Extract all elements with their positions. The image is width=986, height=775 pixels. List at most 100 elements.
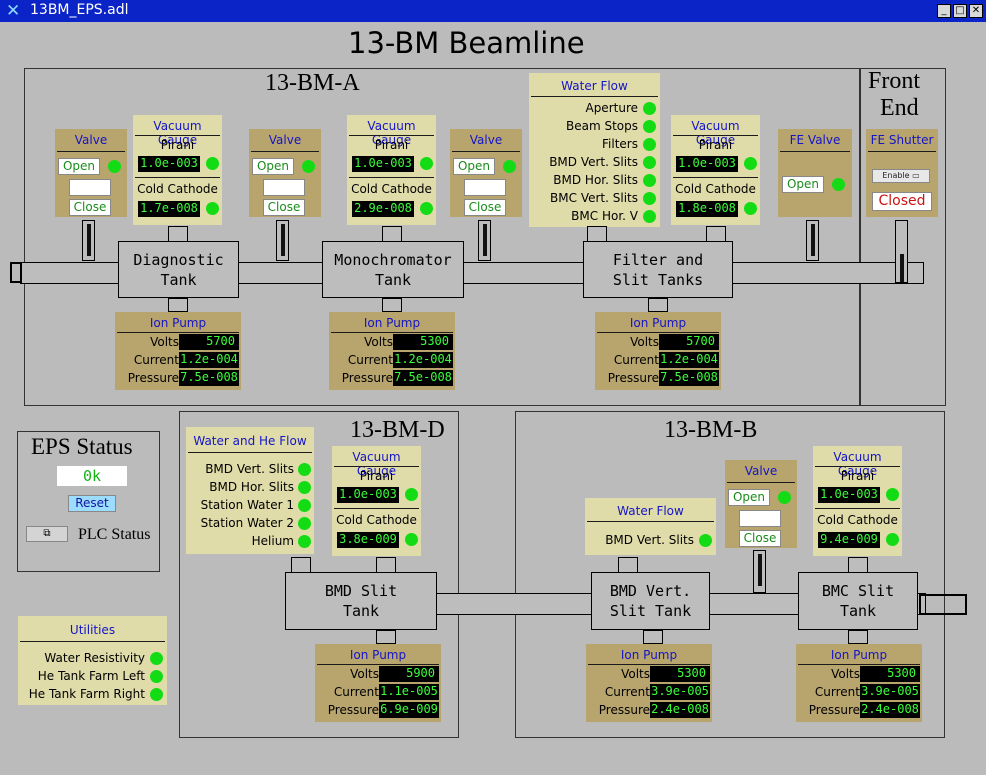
valve-open-button[interactable]: Open (252, 158, 294, 175)
water-flow-led (643, 174, 656, 187)
ion-pump-panel-2: Ion Pump Volts 5300 Current 1.2e-004 Pre… (329, 312, 455, 390)
cold-cathode-value: 2.9e-008 (352, 201, 414, 217)
pressure-label: Pressure (341, 371, 393, 385)
tank-label: Diagnostic (133, 251, 224, 269)
water-he-led (298, 499, 311, 512)
pirani-status-led (405, 488, 418, 501)
water-flow-panel-b: Water Flow BMD Vert. Slits (585, 498, 716, 555)
section-13bm-d-label: 13-BM-D (350, 417, 445, 443)
valve-open-button[interactable]: Open (453, 158, 495, 175)
fe-shutter-panel: FE Shutter Enable ▭ Closed (866, 129, 938, 217)
water-he-flow-panel: Water and He Flow BMD Vert. Slits BMD Ho… (186, 427, 314, 554)
ion-pump-title: Ion Pump (363, 316, 421, 330)
valve-status-led (778, 491, 791, 504)
monochromator-tank[interactable]: Monochromator Tank (322, 241, 464, 298)
pirani-value: 1.0e-003 (337, 487, 399, 503)
pirani-label: Pirani (160, 138, 195, 152)
cold-cathode-status-led (420, 202, 433, 215)
section-13bm-b-frame (515, 411, 945, 738)
current-label: Current (133, 353, 179, 367)
valve-close-button[interactable]: Close (464, 199, 506, 216)
water-flow-led (643, 210, 656, 223)
water-flow-led (643, 120, 656, 133)
close-window-button[interactable]: ✕ (969, 4, 983, 18)
pressure-value: 2.4e-008 (860, 702, 920, 718)
x-logo-icon: ✕ (6, 1, 21, 21)
cold-cathode-status-led (405, 533, 418, 546)
tank-label: Tank (160, 271, 197, 289)
fe-valve-title: FE Valve (789, 133, 841, 147)
water-flow-led (643, 192, 656, 205)
vacuum-gauge-panel-4: Vacuum Gauge Pirani 1.0e-003 Cold Cathod… (332, 446, 421, 556)
pirani-status-led (206, 157, 219, 170)
ion-pump-panel-5: Ion Pump Volts 5300 Current 3.9e-005 Pre… (586, 644, 712, 722)
bmc-slit-tank[interactable]: BMC Slit Tank (798, 572, 918, 630)
cold-cathode-status-led (744, 202, 757, 215)
vacuum-gauge-panel-3: Vacuum Gauge Pirani 1.0e-003 Cold Cathod… (671, 115, 760, 225)
cold-cathode-status-led (206, 202, 219, 215)
valve-close-button[interactable]: Close (69, 199, 111, 216)
valve-close-button[interactable]: Close (739, 530, 781, 547)
valve-open-button[interactable]: Open (58, 158, 100, 175)
water-he-led (298, 535, 311, 548)
pressure-label: Pressure (598, 703, 650, 717)
valve-panel-1: Valve Open Close (55, 129, 127, 217)
water-flow-panel-a: Water Flow Aperture Beam Stops Filters B… (529, 73, 660, 227)
current-label: Current (347, 353, 393, 367)
cold-cathode-label: Cold Cathode (351, 182, 432, 196)
page-title: 13-BM Beamline (348, 26, 585, 60)
beam-port-right (919, 594, 967, 615)
ion-pump-panel-1: Ion Pump Volts 5700 Current 1.2e-004 Pre… (115, 312, 241, 390)
enable-label: Enable (882, 171, 910, 180)
water-flow-title: Water Flow (561, 79, 628, 93)
bmd-vert-slit-tank[interactable]: BMD Vert. Slit Tank (591, 572, 710, 630)
title-bar[interactable]: ✕ 13BM_EPS.adl _ □ ✕ (0, 0, 986, 22)
minimize-button[interactable]: _ (937, 4, 951, 18)
cold-cathode-label: Cold Cathode (137, 182, 218, 196)
eps-status-frame (17, 431, 160, 572)
filter-slit-tanks[interactable]: Filter and Slit Tanks (583, 241, 733, 298)
fe-valve-open-button[interactable]: Open (782, 176, 824, 193)
valve-status-led (302, 160, 315, 173)
water-flow-item: BMD Vert. Slits (549, 155, 638, 169)
pirani-value: 1.0e-003 (352, 156, 414, 172)
tank-label: Tank (374, 271, 412, 289)
vacuum-gauge-panel-1: Vacuum Gauge Pirani 1.0e-003 Cold Cathod… (133, 115, 222, 225)
water-flow-item: Beam Stops (565, 119, 638, 133)
cold-cathode-label: Cold Cathode (336, 513, 417, 527)
valve-title: Valve (74, 133, 108, 147)
valve-open-button[interactable]: Open (728, 489, 770, 506)
bmd-slit-tank[interactable]: BMD Slit Tank (285, 572, 437, 630)
water-flow-item: BMC Hor. V (571, 209, 638, 223)
pirani-value: 1.0e-003 (676, 156, 738, 172)
vacuum-gauge-title: Vacuum Gauge (352, 450, 401, 478)
volts-value: 5300 (393, 334, 453, 350)
volts-value: 5300 (860, 666, 920, 682)
water-flow-led (699, 534, 712, 547)
valve-state-field (69, 179, 111, 196)
valve-state-field (739, 510, 781, 527)
valve-close-button[interactable]: Close (263, 199, 305, 216)
ion-pump-title: Ion Pump (620, 648, 678, 662)
volts-label: Volts (364, 335, 393, 349)
current-label: Current (613, 353, 659, 367)
eps-reset-button[interactable]: Reset (68, 495, 116, 512)
current-value: 3.9e-005 (650, 684, 710, 700)
diagnostic-tank[interactable]: Diagnostic Tank (118, 241, 239, 298)
eps-status-title: EPS Status (31, 434, 133, 459)
front-end-label-2: End (880, 95, 919, 121)
fe-shutter-enable-button[interactable]: Enable ▭ (872, 169, 930, 183)
plc-status-button[interactable]: ⧉ (26, 526, 68, 542)
water-he-led (298, 517, 311, 530)
utility-item: He Tank Farm Left (37, 669, 145, 683)
ion-pump-panel-6: Ion Pump Volts 5300 Current 3.9e-005 Pre… (796, 644, 922, 722)
pressure-label: Pressure (327, 703, 379, 717)
current-value: 1.2e-004 (179, 352, 239, 368)
maximize-button[interactable]: □ (953, 4, 967, 18)
pressure-value: 6.9e-009 (379, 702, 439, 718)
current-label: Current (333, 685, 379, 699)
water-flow-item: BMC Vert. Slits (550, 191, 638, 205)
utility-item: Water Resistivity (44, 651, 145, 665)
tank-label: BMD Slit (324, 582, 398, 600)
